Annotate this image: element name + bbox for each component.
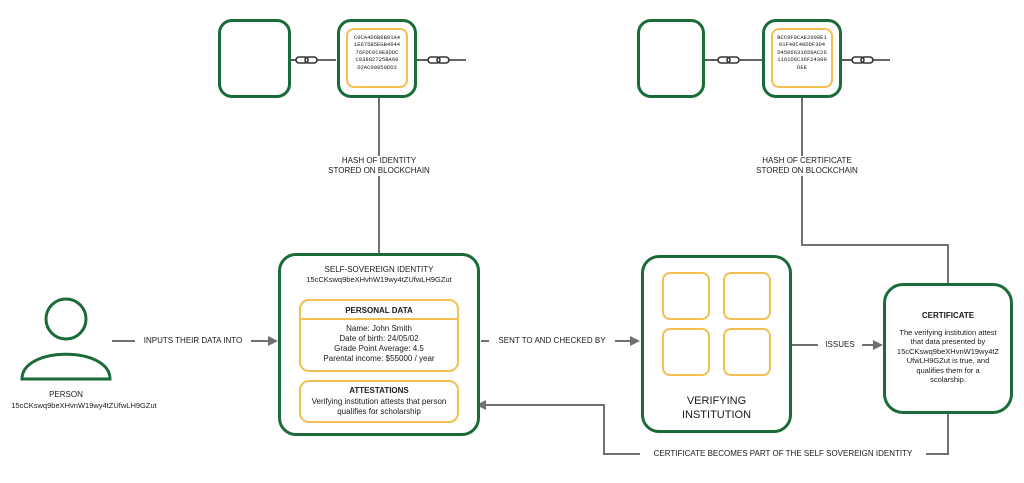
attestations-text: Verifying institution attests that perso… <box>311 397 447 416</box>
personal-data-gpa: Grade Point Average: 4.5 <box>334 344 424 353</box>
personal-data-divider <box>301 318 457 320</box>
identity-hash-text: C0CA4D6B8B01A4 1E675B5EGB4644 76FDC0C0E8… <box>353 34 401 71</box>
block-previous-identity <box>218 19 291 98</box>
person-title: PERSON <box>49 390 83 399</box>
personal-data-name: Name: John Smith <box>346 324 412 333</box>
arrow-hash-certificate <box>797 84 949 283</box>
label-certificate-becomes-part: CERTIFICATE BECOMES PART OF THE SELF SOV… <box>640 449 926 459</box>
ssi-id: 15cCKswq9beXHvhW19wy4tZUfwLH9GZut <box>306 275 452 284</box>
chain-links-identity <box>290 56 466 64</box>
attestations-title: ATTESTATIONS <box>349 386 409 395</box>
personal-data-card: PERSONAL DATA Name: John Smith Date of b… <box>299 299 459 372</box>
chain-links-certificate <box>704 56 890 64</box>
institution-window-2 <box>723 272 771 320</box>
attestations-card: ATTESTATIONS Verifying institution attes… <box>299 380 459 423</box>
institution-window-1 <box>662 272 710 320</box>
label-hash-identity: HASH OF IDENTITY STORED ON BLOCKCHAIN <box>306 156 452 176</box>
label-hash-certificate: HASH OF CERTIFICATE STORED ON BLOCKCHAIN <box>734 156 880 176</box>
personal-data-income: Parental income: $55000 / year <box>323 354 435 363</box>
identity-hash-card: C0CA4D6B8B01A4 1E675B5EGB4644 76FDC0C0E8… <box>346 28 408 88</box>
block-certificate-hash: BCC8F9CAE2600E1 01F40C40DDF3D4 D45066316… <box>762 19 842 98</box>
label-sent-checked: SENT TO AND CHECKED BY <box>489 336 615 346</box>
certificate-text: The verifying institution attest that da… <box>896 328 1000 384</box>
block-identity-hash: C0CA4D6B8B01A4 1E675B5EGB4644 76FDC0C0E8… <box>337 19 417 98</box>
person-id: 15cCKswq9beXHvnW19wy4tZUfwLH9GZut <box>11 401 157 410</box>
verifying-institution-box: VERIFYING INSTITUTION <box>641 255 792 433</box>
certificate-hash-card: BCC8F9CAE2600E1 01F40C40DDF3D4 D45066316… <box>771 28 833 88</box>
ssi-title: SELF-SOVEREIGN IDENTITY <box>324 265 434 274</box>
personal-data-dob: Date of birth: 24/05/02 <box>339 334 419 343</box>
self-sovereign-identity-box: SELF-SOVEREIGN IDENTITY 15cCKswq9beXHvhW… <box>278 253 480 436</box>
institution-title: VERIFYING INSTITUTION <box>681 395 752 422</box>
personal-data-title: PERSONAL DATA <box>345 306 413 315</box>
institution-window-3 <box>662 328 710 376</box>
label-issues: ISSUES <box>818 340 862 350</box>
institution-window-4 <box>723 328 771 376</box>
arrow-certificate-return <box>476 400 949 455</box>
certificate-title: CERTIFICATE <box>921 311 975 320</box>
certificate-hash-text: BCC8F9CAE2600E1 01F40C40DDF3D4 D45066316… <box>777 34 827 71</box>
block-previous-certificate <box>637 19 705 98</box>
certificate-box: CERTIFICATE The verifying institution at… <box>883 283 1013 414</box>
person-icon <box>20 297 112 381</box>
label-inputs: INPUTS THEIR DATA INTO <box>135 336 251 346</box>
